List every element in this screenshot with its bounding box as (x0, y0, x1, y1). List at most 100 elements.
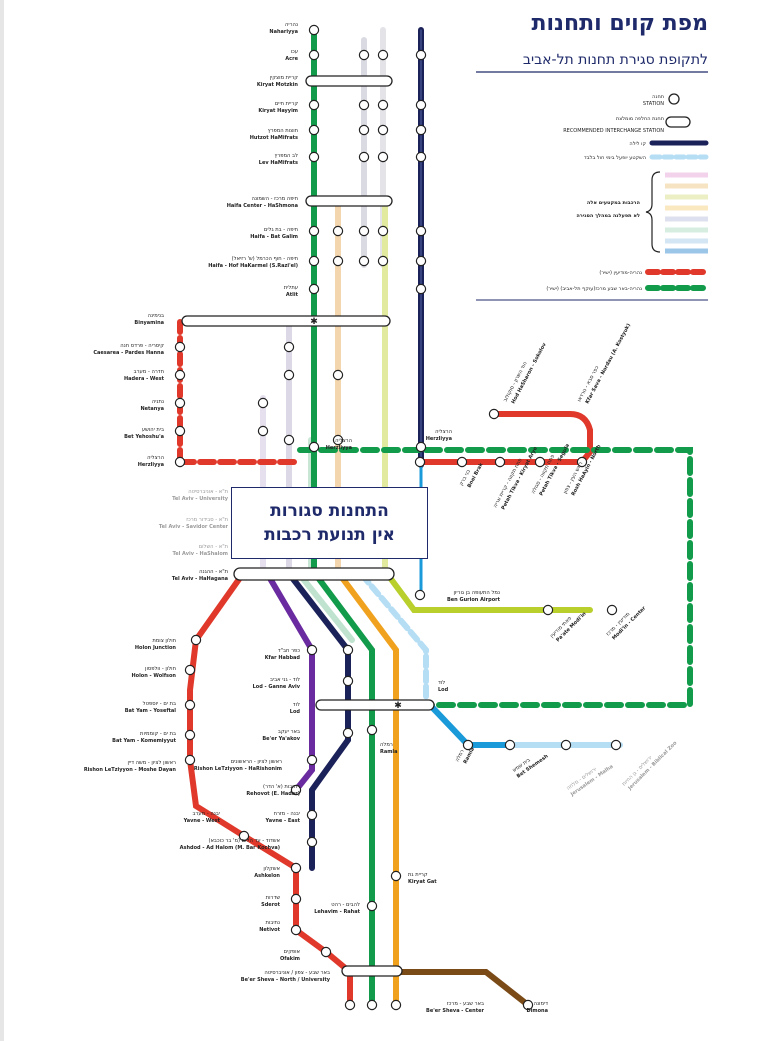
interchange-haifa-center (305, 195, 393, 207)
station-label-he: יבנה - מערב (193, 811, 221, 817)
green-south-line (313, 572, 375, 1008)
station-label-en: Nahariyya (269, 29, 298, 35)
station-circle (377, 49, 389, 61)
interchanges (181, 75, 435, 977)
station-circle (415, 225, 427, 237)
station-label-he: קיסריה - פרדס חנה (120, 343, 164, 349)
station-label-en: Atlit (286, 292, 299, 298)
station-circle (184, 664, 196, 676)
station-circles: ✱✱ (174, 24, 622, 1011)
station-label-he: חולון - וולפסון (145, 666, 176, 672)
purple-line (265, 572, 315, 793)
station-label-he: בנימינה (148, 313, 164, 319)
station-circle (344, 999, 356, 1011)
station-circle (522, 999, 534, 1011)
station-label-he: עתלית (284, 285, 298, 291)
orange-line (337, 572, 399, 1008)
station-label-en: Lehavim - Rahat (314, 909, 360, 915)
station-label-he: חיפה - בת גלים (264, 227, 298, 233)
station-circle (415, 255, 427, 267)
station-label-he: אשקלון (263, 866, 280, 872)
red-line-kfar-sava (417, 411, 593, 465)
station-label-he: בית יהושע (142, 427, 164, 433)
station-label-he: קריית גת (408, 872, 428, 878)
station-circle (462, 739, 474, 751)
hub-star-icon: ✱ (310, 317, 318, 327)
station-circle (342, 727, 354, 739)
station-circle (504, 739, 516, 751)
station-label-en: Netivot (259, 927, 280, 933)
station-circle (377, 99, 389, 111)
station-label-en: Herzliyya (426, 436, 452, 442)
station-label-en: Holon Junction (135, 645, 177, 651)
station-label-he: נתניה (152, 399, 164, 405)
rotated-station-labels: כפר סבא - נורדאו Kfar Sava - Nordau (A. … (454, 323, 678, 799)
station-circle (560, 739, 572, 751)
station-label-en: Haifa Center - HaShmona (227, 203, 298, 209)
station-label-en: Ofakim (280, 956, 300, 962)
station-circle (358, 151, 370, 163)
legend-weekday-label: השקטע יופעל בימי חול בלבד (584, 155, 646, 161)
station-label-he: רחובות (א' הדר) (263, 784, 300, 790)
station-label-en: Tel Aviv - HaShalom (172, 551, 228, 557)
map-subtitle: לתקופת סגירת תחנות תל-אביב (523, 52, 708, 68)
station-circle (306, 644, 318, 656)
station-label-he: קריית חיים (275, 101, 298, 107)
station-label-he: הרצליה (335, 438, 352, 444)
station-label-he: הרצליה (147, 455, 164, 461)
station-circle (358, 255, 370, 267)
station-label-en: Yavne - East (265, 818, 301, 824)
station-circle (415, 283, 427, 295)
closed-notice-line2: אין תנועת רכבות (264, 525, 395, 545)
station-label-en: Hadera - West (124, 376, 165, 382)
station-circle (184, 729, 196, 741)
station-label-en: Ben Gurion Airport (447, 597, 501, 603)
interchange-kiryat-motzkin (305, 75, 393, 87)
station-label-he: חוצות המפרץ (268, 128, 298, 134)
legend-trains-he-2: לא תפעלנה במהלך הסגירה (576, 213, 640, 219)
station-label-en: Ramla (380, 749, 398, 755)
legend-closed-segments: הרכבות במקטעים אלה לא תפעלנה במהלך הסגיר… (576, 171, 708, 254)
red-south-line (187, 572, 353, 1008)
legend-brace (645, 171, 661, 253)
station-label-he: ת"א - סבידור מרכז (186, 517, 228, 523)
station-circle (283, 369, 295, 381)
station-label-he: נמל התעופה בן גוריון (454, 590, 500, 596)
station-label-en: Rishon LeTziyyon - HaRishonim (194, 766, 282, 772)
station-label-he: לוד (293, 702, 300, 708)
station-circle (358, 49, 370, 61)
station-circle (415, 151, 427, 163)
station-circle (342, 675, 354, 687)
station-label-en: Bet Yehoshu'a (124, 434, 164, 440)
station-label-he: חולון צומת (152, 638, 176, 644)
station-circle (366, 900, 378, 912)
station-circle (184, 754, 196, 766)
light-blue-dashed (359, 572, 429, 703)
station-label-en: Rehovot (E. Hadar) (246, 791, 300, 797)
station-circle (257, 397, 269, 409)
interchange-lod (315, 699, 435, 711)
station-circle (377, 124, 389, 136)
station-circle (377, 151, 389, 163)
station-label-en: Yavne - West (183, 818, 221, 824)
station-label-en: Kiryat Gat (408, 879, 437, 885)
station-label-he: בת ים - קוממיות (140, 731, 176, 737)
station-label-en: Herzliyya (138, 462, 164, 468)
station-circle (358, 225, 370, 237)
legend-night-line-label: קו לילה (629, 141, 646, 147)
station-circle (308, 49, 320, 61)
station-label-en: Haifa - Hof HaKarmel (S.Razi'el) (208, 263, 298, 269)
station-label-en: Rishon LeTziyyon - Moshe Dayan (84, 767, 177, 773)
station-label-en: Holon - Wolfson (131, 673, 176, 679)
station-label-en: Caesarea - Pardes Hanna (93, 350, 164, 356)
interchange-tel-aviv-hahagana (233, 567, 395, 581)
station-label-en: Ashkelon (254, 873, 280, 879)
station-circle (238, 830, 250, 842)
station-circle (415, 124, 427, 136)
station-label-he: ראשון לציון - משה דיין (127, 760, 176, 766)
hub-star-icon: ✱ (394, 701, 402, 711)
station-label-he: שדרות (266, 895, 281, 901)
station-circle (290, 862, 302, 874)
station-circle (184, 699, 196, 711)
station-label-he: ת"א - אוניברסיטה (188, 489, 228, 495)
